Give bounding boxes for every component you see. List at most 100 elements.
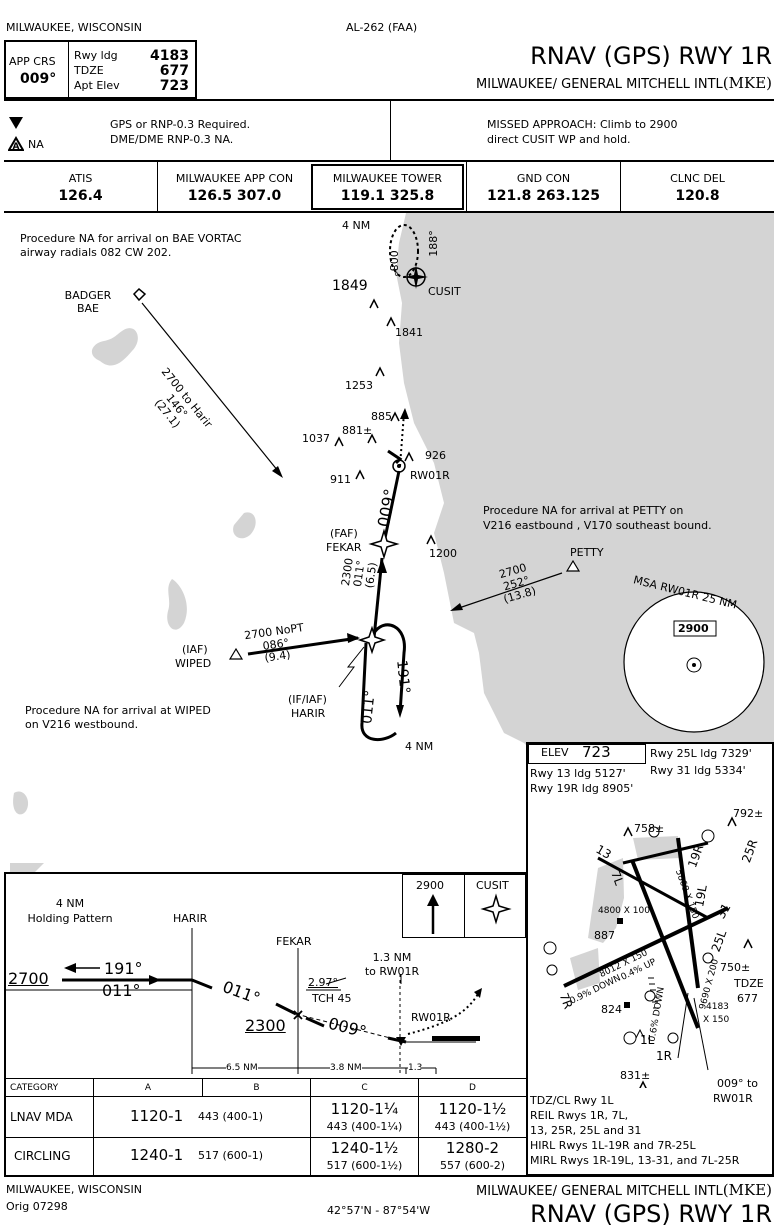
cusit-outbound-course: 008° [386,250,400,277]
footer-airport-name: MILWAUKEE/ GENERAL MITCHELL INTL [476,1184,723,1199]
circling-label: CIRCLING [14,1149,71,1163]
iaf-label: (IAF) [182,643,208,656]
elev-1253: 1253 [345,379,373,392]
landing-info-box: APP CRS 009° Rwy ldg 4183 TDZE 677 Apt E… [4,40,197,99]
min-header-category: CATEGORY [10,1083,59,1093]
rwy-dim-x150: X 150 [703,1015,730,1025]
profile-tch: TCH 45 [312,992,352,1005]
circ-c-hat: 517 (600-1½) [326,1159,403,1172]
profile-crs-011: 011° [102,981,141,1000]
profile-crs-191: 191° [104,959,143,978]
elev-1849: 1849 [332,278,368,294]
header-city: MILWAUKEE, WISCONSIN [6,21,142,34]
profile-harir: HARIR [173,912,208,925]
rwy-info-2: Rwy 31 ldg 5334' [650,764,746,777]
obstacle-icons [334,298,436,545]
profile-glideslope: 2.97° [308,976,338,989]
apt-elev-value: 723 [159,78,189,94]
petty-label: PETTY [570,546,604,559]
profile-fekar: FEKAR [276,935,312,948]
harir-hold-inbound: 011° [359,689,379,725]
footer-title: RNAV (GPS) RWY 1R [530,1200,772,1228]
ad-elev-758: 758± [634,822,665,835]
profile-dist-to-rw-2: to RW01R [364,965,420,978]
elev-value: 723 [582,743,611,761]
rwy-info-3: Rwy 13 ldg 5127' [530,767,626,780]
missed-approach-line-1: MISSED APPROACH: Climb to 2900 [487,118,678,131]
note-petty-1: Procedure NA for arrival at PETTY on [483,504,684,517]
missed-approach-line-2: direct CUSIT WP and hold. [487,133,631,146]
profile-dist-1-3: 1.3 [408,1063,423,1073]
footer-airport-id: (MKE) [722,1181,772,1199]
circ-ab-mda: 1240-1 [130,1146,184,1164]
ad-elev-824: 824 [601,1003,622,1016]
profile-drawing: × [6,893,512,1074]
note-wiped-1: Procedure NA for arrival at WIPED [25,704,211,717]
elev-1037: 1037 [302,432,330,445]
footer-orig: Orig 07298 [6,1200,68,1213]
na-label: NA [28,138,44,151]
min-header-d: D [469,1083,476,1093]
msa-altitude: 2900 [678,622,709,635]
lnav-label: LNAV MDA [10,1110,73,1124]
plan-view [10,213,774,873]
elev-885: 885 [371,410,392,423]
cusit-hold-distance: 4 NM [342,219,371,232]
profile-dist-to-rw-1: 1.3 NM [372,951,412,964]
rwy-label-1l: 1L [640,1033,655,1047]
comm-approach: MILWAUKEE APP CON 126.5 307.0 [175,172,294,204]
ad-elev-792: 792± [733,807,764,820]
rwy-dim-4800: 4800 X 100 [598,906,650,916]
rw01r-label: RW01R [410,469,450,482]
airport-diagram-drawing [543,816,753,1088]
faf-label: (FAF) [330,527,358,540]
airport-id: (MKE) [722,74,772,92]
profile-dist-3-8: 3.8 NM [330,1063,362,1073]
app-crs-label: APP CRS [9,55,56,68]
app-crs-value: 009° [20,71,57,87]
wiped-label: WIPED [175,657,212,670]
min-header-c: C [361,1083,368,1093]
elev-926: 926 [425,449,446,462]
note-bae-2: airway radials 082 CW 202. [20,246,172,259]
tdze-label: TDZE [74,64,104,77]
note-bae-1: Procedure NA for arrival on BAE VORTAC [20,232,242,245]
footer-airport: MILWAUKEE/ GENERAL MITCHELL INTL(MKE) [476,1181,772,1199]
ad-elev-831: 831± [620,1069,651,1082]
min-header-b: B [253,1083,260,1093]
profile-missed-alt: 2900 [416,879,444,892]
hold-note-1: 4 NM [55,897,85,910]
comm-ground: GND CON 121.8 263.125 [487,172,600,204]
lnav-c-hat: 443 (400-1¼) [326,1120,403,1133]
profile-dist-6-5: 6.5 NM [226,1063,258,1073]
rwy-ldg-label: Rwy ldg [74,49,118,62]
elev-1200: 1200 [429,547,457,560]
harir-hold-outbound: 191° [393,659,413,695]
apt-elev-label: Apt Elev [74,79,120,92]
circ-d-mda: 1280-2 [445,1139,500,1157]
lnav-ab-hat: 443 (400-1) [198,1110,264,1123]
procedure-title: RNAV (GPS) RWY 1R [530,42,772,70]
ad-final-note-1: 009° to [717,1077,759,1090]
harir-label: HARIR [291,707,326,720]
badger-id: BAE [76,302,100,315]
rwy-dim-4183: 4183 [706,1002,729,1012]
hold-note-2: Holding Pattern [27,912,113,925]
lighting-notes: TDZ/CL Rwy 1L REIL Rwys 1R, 7L, 13, 25R,… [530,1094,740,1167]
elev-label: ELEV [541,746,569,759]
ad-tdze-label: TDZE [734,977,764,990]
footer-coords: 42°57'N - 87°54'W [327,1204,431,1217]
fekar-label: FEKAR [326,541,362,554]
ad-final-note-2: RW01R [713,1092,753,1105]
rwy-ldg-value: 4183 [150,48,189,64]
min-header-a: A [144,1083,152,1093]
note-line-2: DME/DME RNP-0.3 NA. [110,133,234,146]
lnav-c-mda: 1120-1¼ [330,1100,399,1118]
if-iaf-label: (IF/IAF) [288,693,327,706]
lnav-d-hat: 443 (400-1½) [434,1120,511,1133]
circ-c-mda: 1240-1½ [330,1139,399,1157]
profile-alt-2300: 2300 [245,1016,286,1035]
rwy-label-1r: 1R [656,1049,672,1063]
airport-name: MILWAUKEE/ GENERAL MITCHELL INTL(MKE) [476,74,772,92]
elev-881: 881± [342,424,373,437]
